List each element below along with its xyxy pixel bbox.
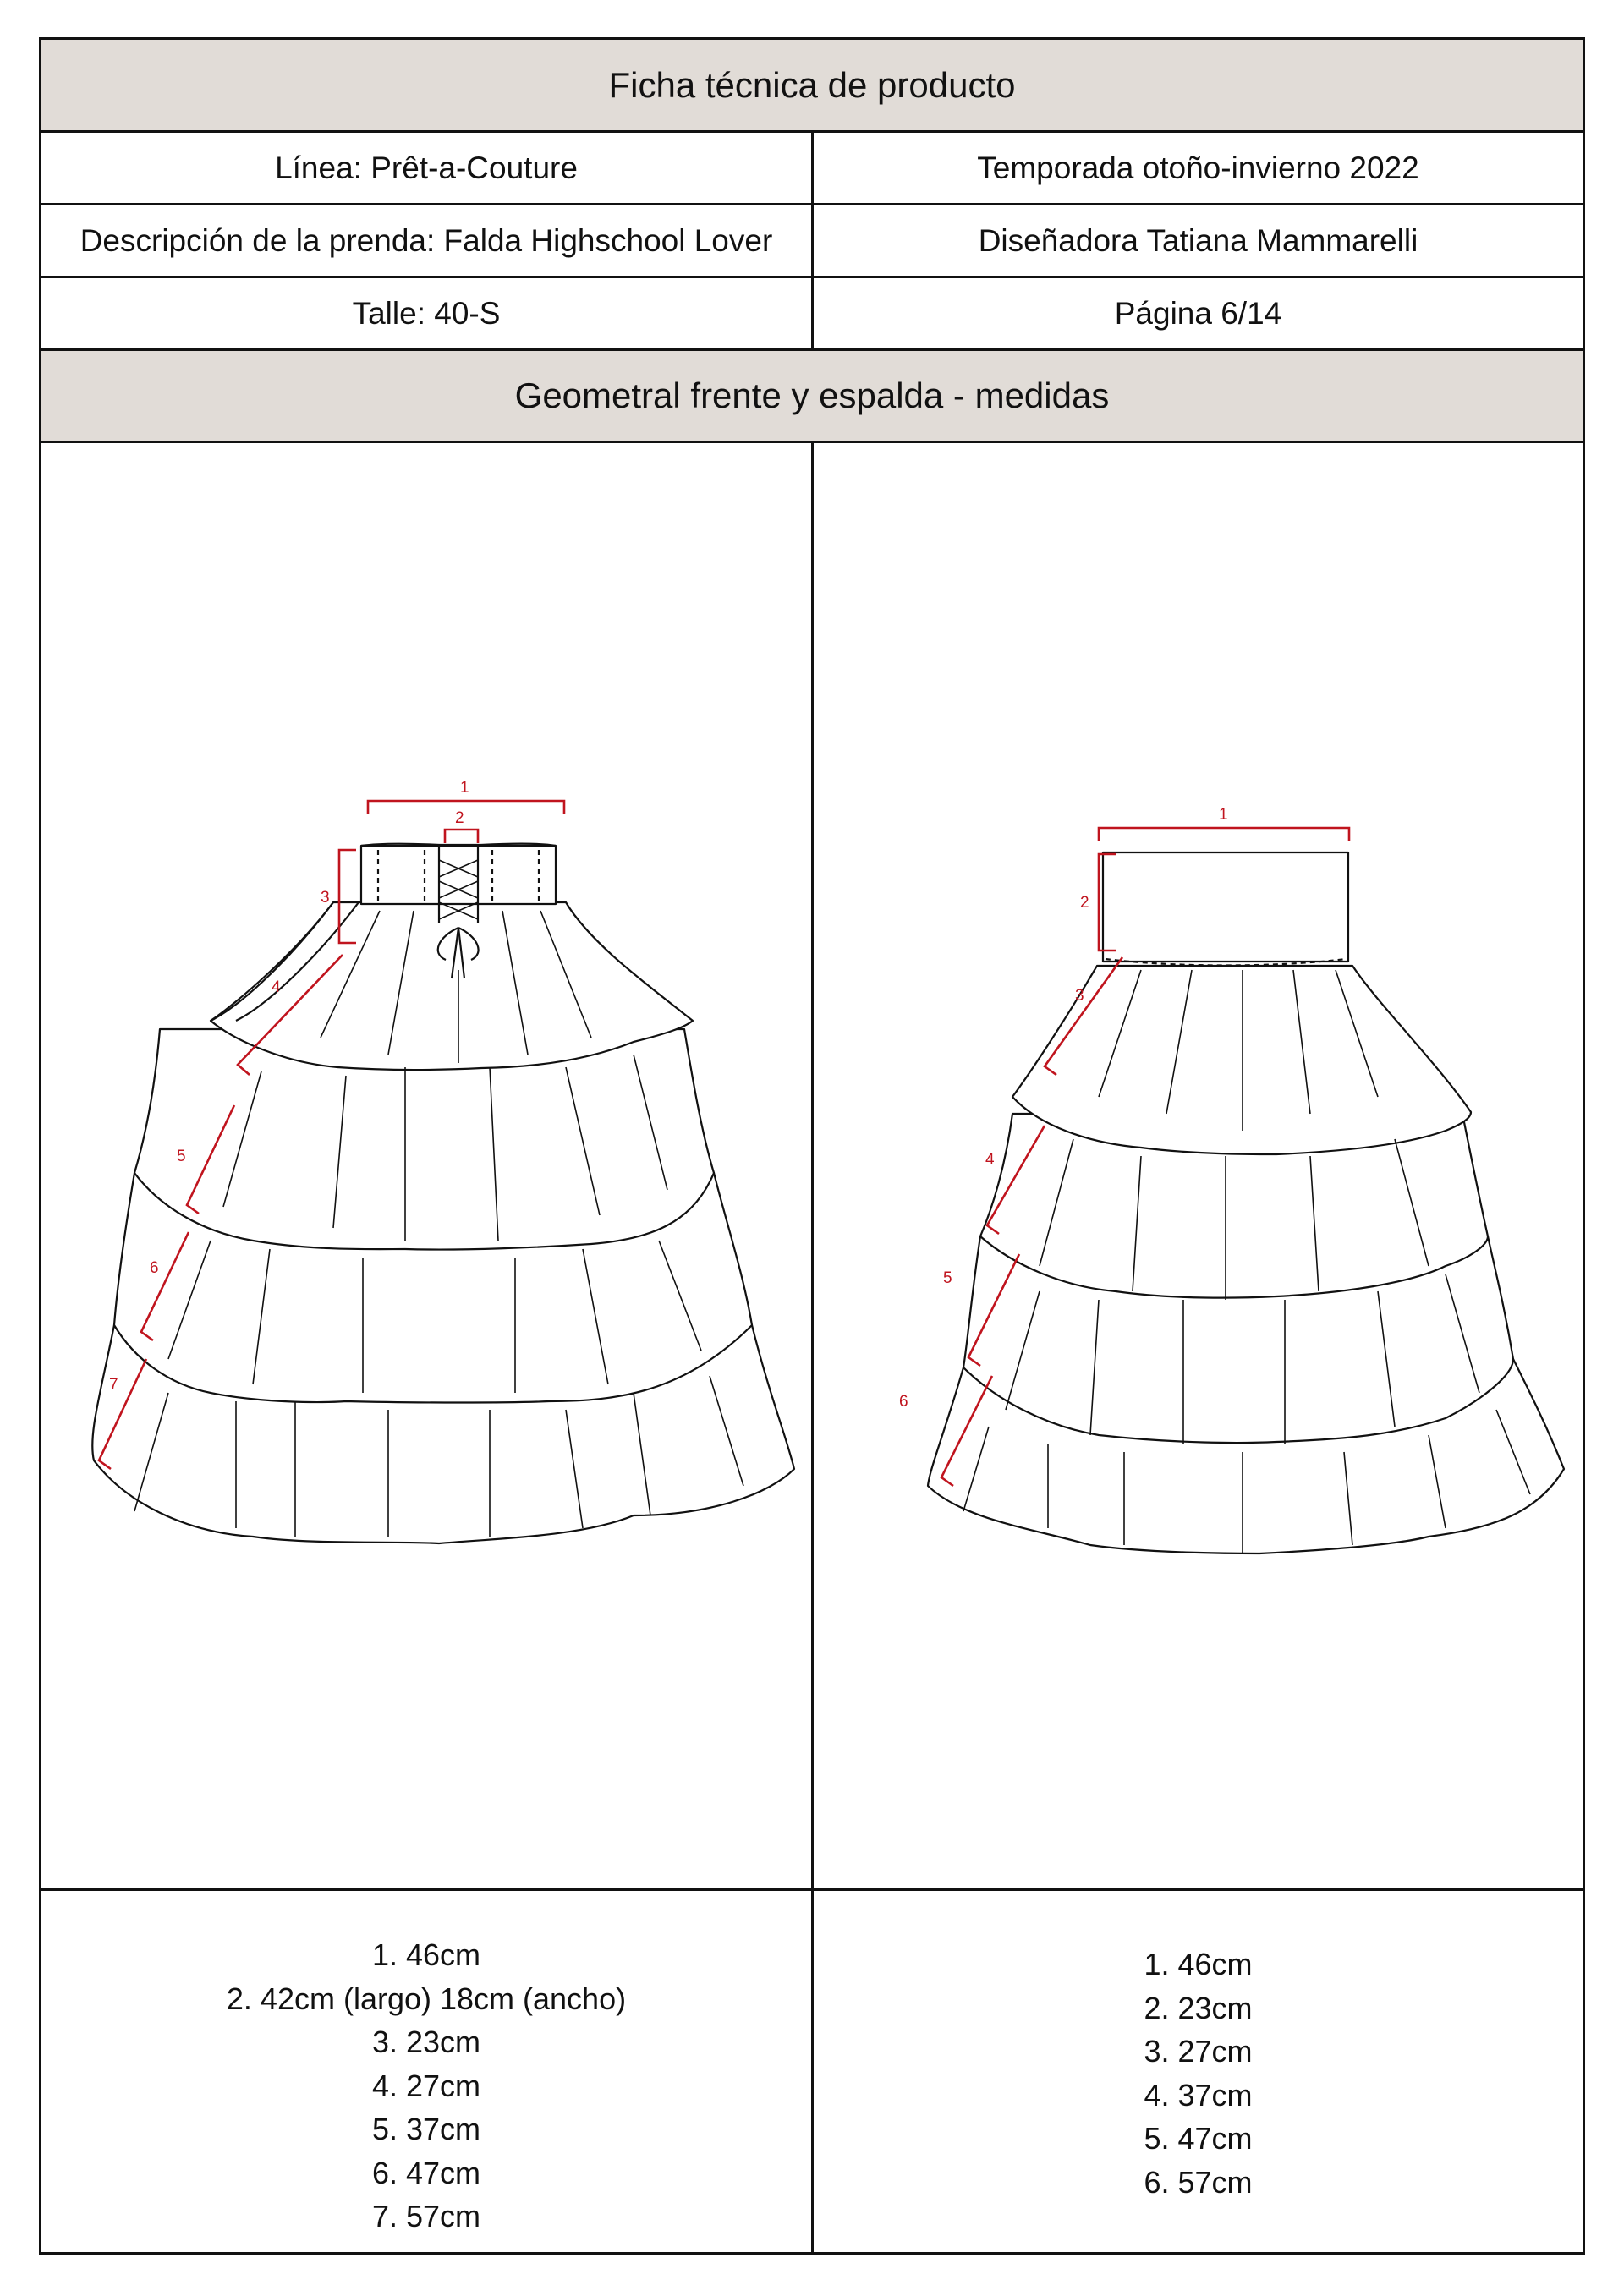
- info-row-2: Descripción de la prenda: Falda Highscho…: [41, 205, 1583, 278]
- size-cell: Talle: 40-S: [41, 278, 814, 348]
- front-measure-5: 5. 37cm: [371, 2112, 481, 2146]
- back-measure-6: 6. 57cm: [1144, 2164, 1253, 2200]
- back-callout-6: 6: [899, 1393, 908, 1411]
- sheet-title: Ficha técnica de producto: [608, 64, 1016, 105]
- season-cell: Temporada otoño-invierno 2022: [977, 150, 1419, 185]
- back-measure-4: 4. 37cm: [1144, 2077, 1253, 2112]
- front-measure-3: 3. 23cm: [371, 2025, 481, 2059]
- back-callout-3: 3: [1075, 987, 1084, 1005]
- front-measurements: 1. 46cm 2. 42cm (largo) 18cm (ancho) 3. …: [41, 1933, 811, 2238]
- back-callout-4: 4: [985, 1151, 995, 1169]
- back-measurements: 1. 46cm 2. 23cm 3. 27cm 4. 37cm 5. 47cm …: [814, 1943, 1583, 2204]
- back-measure-3: 3. 27cm: [1144, 2034, 1253, 2069]
- front-callout-3: 3: [321, 889, 330, 907]
- front-skirt-drawing: 1 2 3 4 5 6 7: [91, 779, 796, 1545]
- front-measure-7: 7. 57cm: [371, 2199, 481, 2233]
- back-callout-1: 1: [1219, 806, 1228, 824]
- front-callout-1: 1: [460, 779, 469, 797]
- sheet-title-band: Ficha técnica de producto: [41, 40, 1583, 133]
- page-number-cell: Página 6/14: [1114, 295, 1282, 331]
- back-measure-1: 1. 46cm: [1144, 1947, 1253, 1981]
- front-callout-6: 6: [150, 1259, 159, 1277]
- front-callout-7: 7: [109, 1376, 118, 1394]
- designer-cell: Diseñadora Tatiana Mammarelli: [978, 222, 1418, 258]
- column-divider: [811, 441, 814, 2255]
- section-title-band: Geometral frente y espalda - medidas: [41, 351, 1583, 443]
- front-callout-2: 2: [455, 809, 464, 827]
- front-measure-4: 4. 27cm: [371, 2068, 481, 2103]
- back-callout-2: 2: [1080, 894, 1089, 912]
- front-measure-6: 6. 47cm: [371, 2155, 481, 2190]
- front-callout-4: 4: [272, 978, 281, 996]
- info-row-1: Línea: Prêt-a-Couture Temporada otoño-in…: [41, 133, 1583, 205]
- info-row-3: Talle: 40-S Página 6/14: [41, 278, 1583, 351]
- line-cell: Línea: Prêt-a-Couture: [41, 133, 814, 203]
- back-measure-2: 2. 23cm: [1144, 1990, 1253, 2025]
- front-measure-2: 2. 42cm (largo) 18cm (ancho): [226, 1981, 627, 2016]
- tech-sheet: Ficha técnica de producto Línea: Prêt-a-…: [39, 37, 1585, 2255]
- front-callout-5: 5: [177, 1148, 186, 1165]
- garment-description-cell: Descripción de la prenda: Falda Highscho…: [41, 205, 814, 276]
- back-callout-5: 5: [943, 1269, 952, 1287]
- front-measure-1: 1. 46cm: [371, 1937, 481, 1972]
- back-measure-5: 5. 47cm: [1144, 2121, 1253, 2156]
- back-skirt-drawing: 1 2 3 4 5 6: [899, 806, 1566, 1555]
- section-title: Geometral frente y espalda - medidas: [514, 375, 1110, 415]
